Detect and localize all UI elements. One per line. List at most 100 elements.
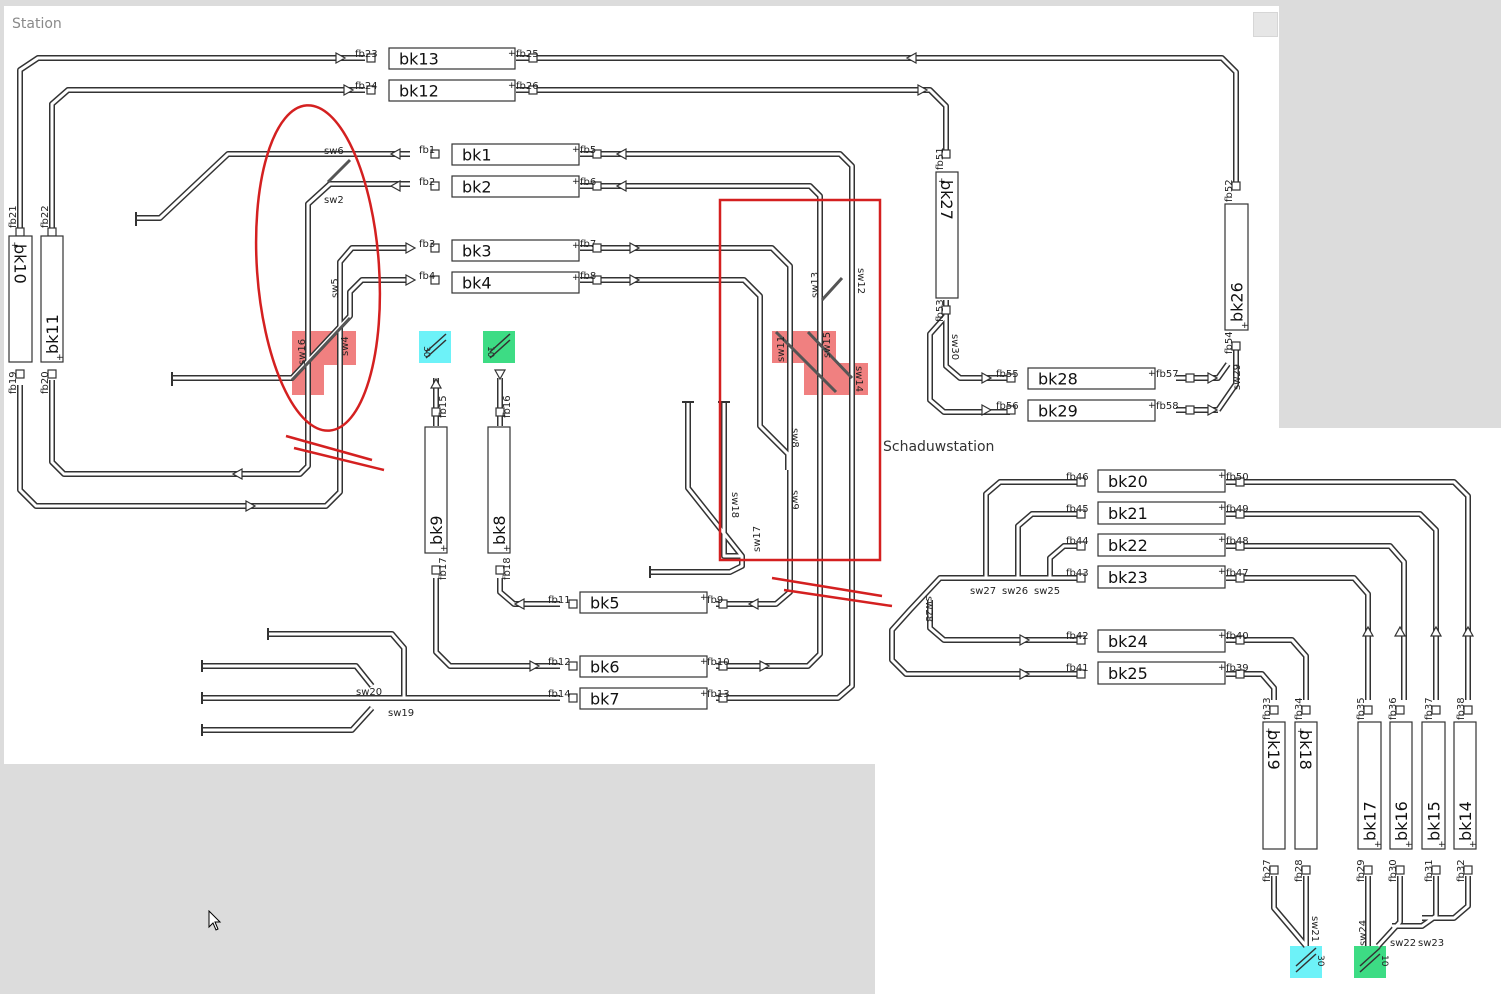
block-bk12[interactable]: bk12 + bbox=[388, 79, 516, 102]
feedback-fb8-label: fb8 bbox=[580, 271, 596, 282]
feedback-fb3-label: fb3 bbox=[419, 239, 435, 250]
block-bk29-label: bk29 bbox=[1038, 402, 1078, 421]
feedback-fb45-label: fb45 bbox=[1066, 504, 1089, 515]
block-bk17-body[interactable] bbox=[1357, 721, 1382, 850]
block-bk26-body[interactable] bbox=[1224, 203, 1249, 331]
block-bk13[interactable]: bk13+ bbox=[388, 47, 516, 70]
block-bk4[interactable]: bk4+ bbox=[451, 271, 580, 294]
switch-sw20-label: sw20 bbox=[356, 687, 382, 698]
feedback-fb26-label: fb26 bbox=[516, 81, 539, 92]
block-bk1-body[interactable] bbox=[451, 143, 580, 166]
block-bk11-plus-marker: + bbox=[56, 353, 64, 363]
block-bk20-body[interactable] bbox=[1097, 469, 1226, 493]
annotation-cut-mark-left bbox=[285, 434, 385, 472]
block-bk16-body[interactable] bbox=[1389, 721, 1413, 850]
signal-box-green-top[interactable] bbox=[483, 331, 515, 363]
block-bk19-body[interactable] bbox=[1262, 721, 1286, 850]
block-bk21-body[interactable] bbox=[1097, 501, 1226, 525]
block-bk5[interactable]: bk5+ bbox=[579, 591, 708, 614]
switch-sw19-label: sw19 bbox=[388, 708, 414, 719]
block-bk27-body[interactable] bbox=[935, 171, 959, 299]
block-bk20[interactable]: bk20+ bbox=[1097, 469, 1226, 493]
signal-box-cyan-top[interactable] bbox=[419, 331, 451, 363]
feedback-fb19-label: fb19 bbox=[8, 371, 19, 394]
direction-arrows bbox=[231, 51, 1475, 681]
feedback-fb14-label: fb14 bbox=[548, 689, 571, 700]
feedback-fb1-label: fb1 bbox=[419, 145, 435, 156]
block-bk1-plus-marker: + bbox=[572, 145, 580, 155]
feedback-fb23-label: fb23 bbox=[355, 49, 378, 60]
block-bk25-body[interactable] bbox=[1097, 661, 1226, 685]
block-bk23[interactable]: bk23+ bbox=[1097, 565, 1226, 589]
block-bk22[interactable]: bk22+ bbox=[1097, 533, 1226, 557]
block-bk3-plus-marker: + bbox=[572, 241, 580, 251]
block-bk14-plus-marker: + bbox=[1469, 840, 1477, 850]
schaduwstation-title: Schaduwstation bbox=[883, 439, 995, 455]
block-bk8-body[interactable] bbox=[487, 426, 511, 554]
block-bk3-body[interactable] bbox=[451, 239, 580, 262]
block-bk20-plus-marker: + bbox=[1218, 471, 1226, 481]
annotation-rectangle bbox=[718, 198, 882, 562]
block-bk9-body[interactable] bbox=[424, 426, 448, 554]
block-bk18[interactable]: bk18+ bbox=[1294, 721, 1318, 850]
block-bk23-body[interactable] bbox=[1097, 565, 1226, 589]
feedback-fb11-label: fb11 bbox=[548, 595, 571, 606]
block-bk19-label: bk19 bbox=[1264, 730, 1283, 770]
block-bk15-body[interactable] bbox=[1421, 721, 1446, 850]
block-bk17[interactable]: bk17+ bbox=[1357, 721, 1382, 850]
block-bk6-label: bk6 bbox=[590, 658, 620, 677]
block-bk19[interactable]: bk19+ bbox=[1262, 721, 1286, 850]
panel-corner-button[interactable] bbox=[1253, 12, 1278, 37]
feedback-fb29-label: fb29 bbox=[1356, 859, 1367, 882]
feedback-fb4-label: fb4 bbox=[419, 271, 435, 282]
block-bk22-label: bk22 bbox=[1108, 536, 1148, 555]
block-bk15[interactable]: bk15+ bbox=[1421, 721, 1446, 850]
block-bk3[interactable]: bk3+ bbox=[451, 239, 580, 262]
block-bk24[interactable]: bk24+ bbox=[1097, 629, 1226, 653]
block-bk21[interactable]: bk21+ bbox=[1097, 501, 1226, 525]
block-bk9[interactable]: bk9+ bbox=[424, 426, 448, 554]
block-bk14[interactable]: bk14+ bbox=[1453, 721, 1477, 850]
block-bk28[interactable]: bk28+ bbox=[1027, 367, 1156, 390]
block-bk28-body[interactable] bbox=[1027, 367, 1156, 390]
station-title: Station bbox=[12, 16, 62, 32]
block-bk22-body[interactable] bbox=[1097, 533, 1226, 557]
block-bk25[interactable]: bk25+ bbox=[1097, 661, 1226, 685]
block-bk15-label: bk15 bbox=[1425, 801, 1444, 841]
block-bk13-body[interactable] bbox=[388, 47, 516, 70]
block-bk13-plus-marker: + bbox=[508, 49, 516, 59]
switch-sw30-label: sw30 bbox=[949, 334, 960, 360]
signal-glyphs bbox=[425, 333, 1381, 973]
block-bk14-body[interactable] bbox=[1453, 721, 1477, 850]
block-bk10-body[interactable] bbox=[8, 235, 33, 363]
block-bk29-body[interactable] bbox=[1027, 399, 1156, 422]
block-bk26[interactable]: bk26+ bbox=[1224, 203, 1249, 331]
block-bk10[interactable]: bk10+ bbox=[8, 235, 33, 363]
block-bk11-body[interactable] bbox=[40, 235, 64, 363]
block-bk1[interactable]: bk1+ bbox=[451, 143, 580, 166]
feedback-fb5-label: fb5 bbox=[580, 145, 596, 156]
block-bk12-body[interactable] bbox=[388, 79, 516, 102]
block-bk2[interactable]: bk2+ bbox=[451, 175, 580, 198]
block-bk8[interactable]: bk8+ bbox=[487, 426, 511, 554]
block-bk11[interactable]: bk11+ bbox=[40, 235, 64, 363]
feedback-fb20-label: fb20 bbox=[40, 371, 51, 394]
block-bk7-body[interactable] bbox=[579, 687, 708, 710]
block-bk27[interactable]: bk27+ bbox=[935, 171, 959, 299]
block-bk24-body[interactable] bbox=[1097, 629, 1226, 653]
block-bk5-body[interactable] bbox=[579, 591, 708, 614]
block-bk18-body[interactable] bbox=[1294, 721, 1318, 850]
block-bk12-label: bk12 bbox=[399, 82, 439, 101]
block-bk7[interactable]: bk7+ bbox=[579, 687, 708, 710]
block-bk24-label: bk24 bbox=[1108, 632, 1148, 651]
block-bk6[interactable]: bk6+ bbox=[579, 655, 708, 678]
block-bk6-body[interactable] bbox=[579, 655, 708, 678]
block-bk29[interactable]: bk29+ bbox=[1027, 399, 1156, 422]
feedback-fb37-label: fb37 bbox=[1424, 697, 1435, 720]
block-bk16[interactable]: bk16+ bbox=[1389, 721, 1413, 850]
switch-sw13-label: sw13 bbox=[810, 272, 821, 298]
feedback-fb56-label: fb56 bbox=[996, 401, 1019, 412]
block-bk12-plus-marker: + bbox=[508, 81, 516, 91]
block-bk4-body[interactable] bbox=[451, 271, 580, 294]
block-bk2-body[interactable] bbox=[451, 175, 580, 198]
